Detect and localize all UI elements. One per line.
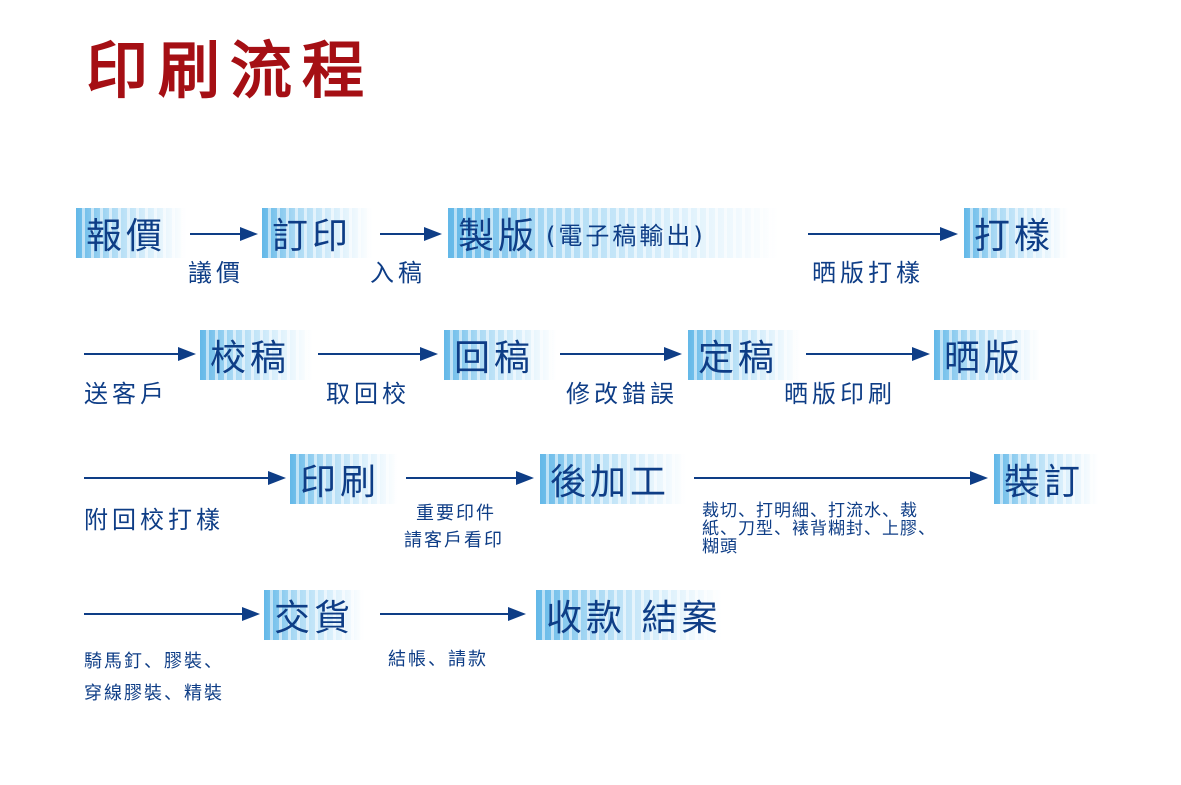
arrow-to-delivery — [84, 607, 260, 621]
label-retrieve-proof: 取回校 — [326, 380, 410, 408]
label-important-print: 重要印件 請客戶看印 — [404, 500, 504, 554]
label-finishing: 裁切、打明細、打流水、裁 紙、刀型、裱背糊封、上膠、 糊頭 — [702, 501, 936, 557]
step-post-process: 後加工 — [540, 454, 686, 504]
step-check-proof: 校稿 — [200, 330, 312, 380]
label-submit-manuscript: 入稿 — [370, 259, 426, 287]
step-delivery-label: 交貨 — [274, 598, 355, 639]
label-finishing-line2: 紙、刀型、裱背糊封、上膠、 — [702, 518, 936, 539]
label-attach-proof: 附回校打樣 — [84, 506, 224, 534]
step-delivery: 交貨 — [264, 590, 364, 640]
step-plate-note: (電子稿輸出) — [546, 221, 706, 250]
arrow-delivery-to-payment — [380, 607, 526, 621]
step-final-draft: 定稿 — [688, 330, 800, 380]
label-binding-methods-line1: 騎馬釘、膠裝、 — [84, 651, 224, 672]
step-binding: 裝訂 — [994, 454, 1098, 504]
step-print: 印刷 — [290, 454, 398, 504]
arrow-to-check-proof — [84, 347, 196, 361]
label-revise-errors: 修改錯誤 — [566, 380, 678, 408]
arrow-print-to-post — [406, 471, 534, 485]
step-payment: 收款 結案 — [536, 590, 722, 640]
arrow-return-to-final — [560, 347, 682, 361]
label-important-print-line2: 請客戶看印 — [404, 530, 504, 551]
step-return-draft: 回稿 — [444, 330, 556, 380]
arrow-check-to-return — [318, 347, 438, 361]
label-finishing-line1: 裁切、打明細、打流水、裁 — [702, 501, 918, 521]
label-binding-methods-line2: 穿線膠裝、精裝 — [84, 682, 224, 704]
label-plate-proofing: 晒版打樣 — [812, 259, 924, 287]
step-payment-label: 收款 結案 — [546, 598, 722, 639]
step-expose-plate-label: 晒版 — [944, 338, 1025, 379]
step-proof-label: 打樣 — [974, 216, 1055, 257]
step-expose-plate: 晒版 — [934, 330, 1040, 380]
step-final-draft-label: 定稿 — [698, 338, 779, 379]
step-plate-label: 製版 — [458, 216, 539, 257]
label-send-client: 送客戶 — [84, 380, 168, 408]
step-check-proof-label: 校稿 — [210, 338, 291, 379]
step-order-label: 訂印 — [272, 216, 353, 257]
step-quote-label: 報價 — [86, 216, 167, 257]
arrow-post-to-binding — [694, 471, 988, 485]
arrow-to-print — [84, 471, 286, 485]
label-important-print-line1: 重要印件 — [416, 503, 496, 524]
step-plate: 製版 (電子稿輸出) — [448, 208, 778, 258]
arrow-order-to-plate — [380, 227, 442, 241]
label-finishing-line3: 糊頭 — [702, 536, 738, 557]
label-billing: 結帳、請款 — [388, 649, 488, 670]
step-binding-label: 裝訂 — [1004, 462, 1085, 503]
label-negotiate-price: 議價 — [188, 259, 244, 287]
label-binding-methods: 騎馬釘、膠裝、 穿線膠裝、精裝 — [84, 646, 224, 709]
step-order: 訂印 — [262, 208, 372, 258]
step-proof: 打樣 — [964, 208, 1068, 258]
arrow-plate-to-proof — [808, 227, 958, 241]
label-plate-printing: 晒版印刷 — [784, 380, 896, 408]
step-post-process-label: 後加工 — [550, 462, 671, 503]
step-quote: 報價 — [76, 208, 186, 258]
arrow-final-to-expose — [806, 347, 930, 361]
page-title: 印刷流程 — [86, 34, 375, 107]
arrow-quote-to-order — [190, 227, 258, 241]
step-return-draft-label: 回稿 — [454, 338, 535, 379]
step-print-label: 印刷 — [300, 462, 381, 503]
